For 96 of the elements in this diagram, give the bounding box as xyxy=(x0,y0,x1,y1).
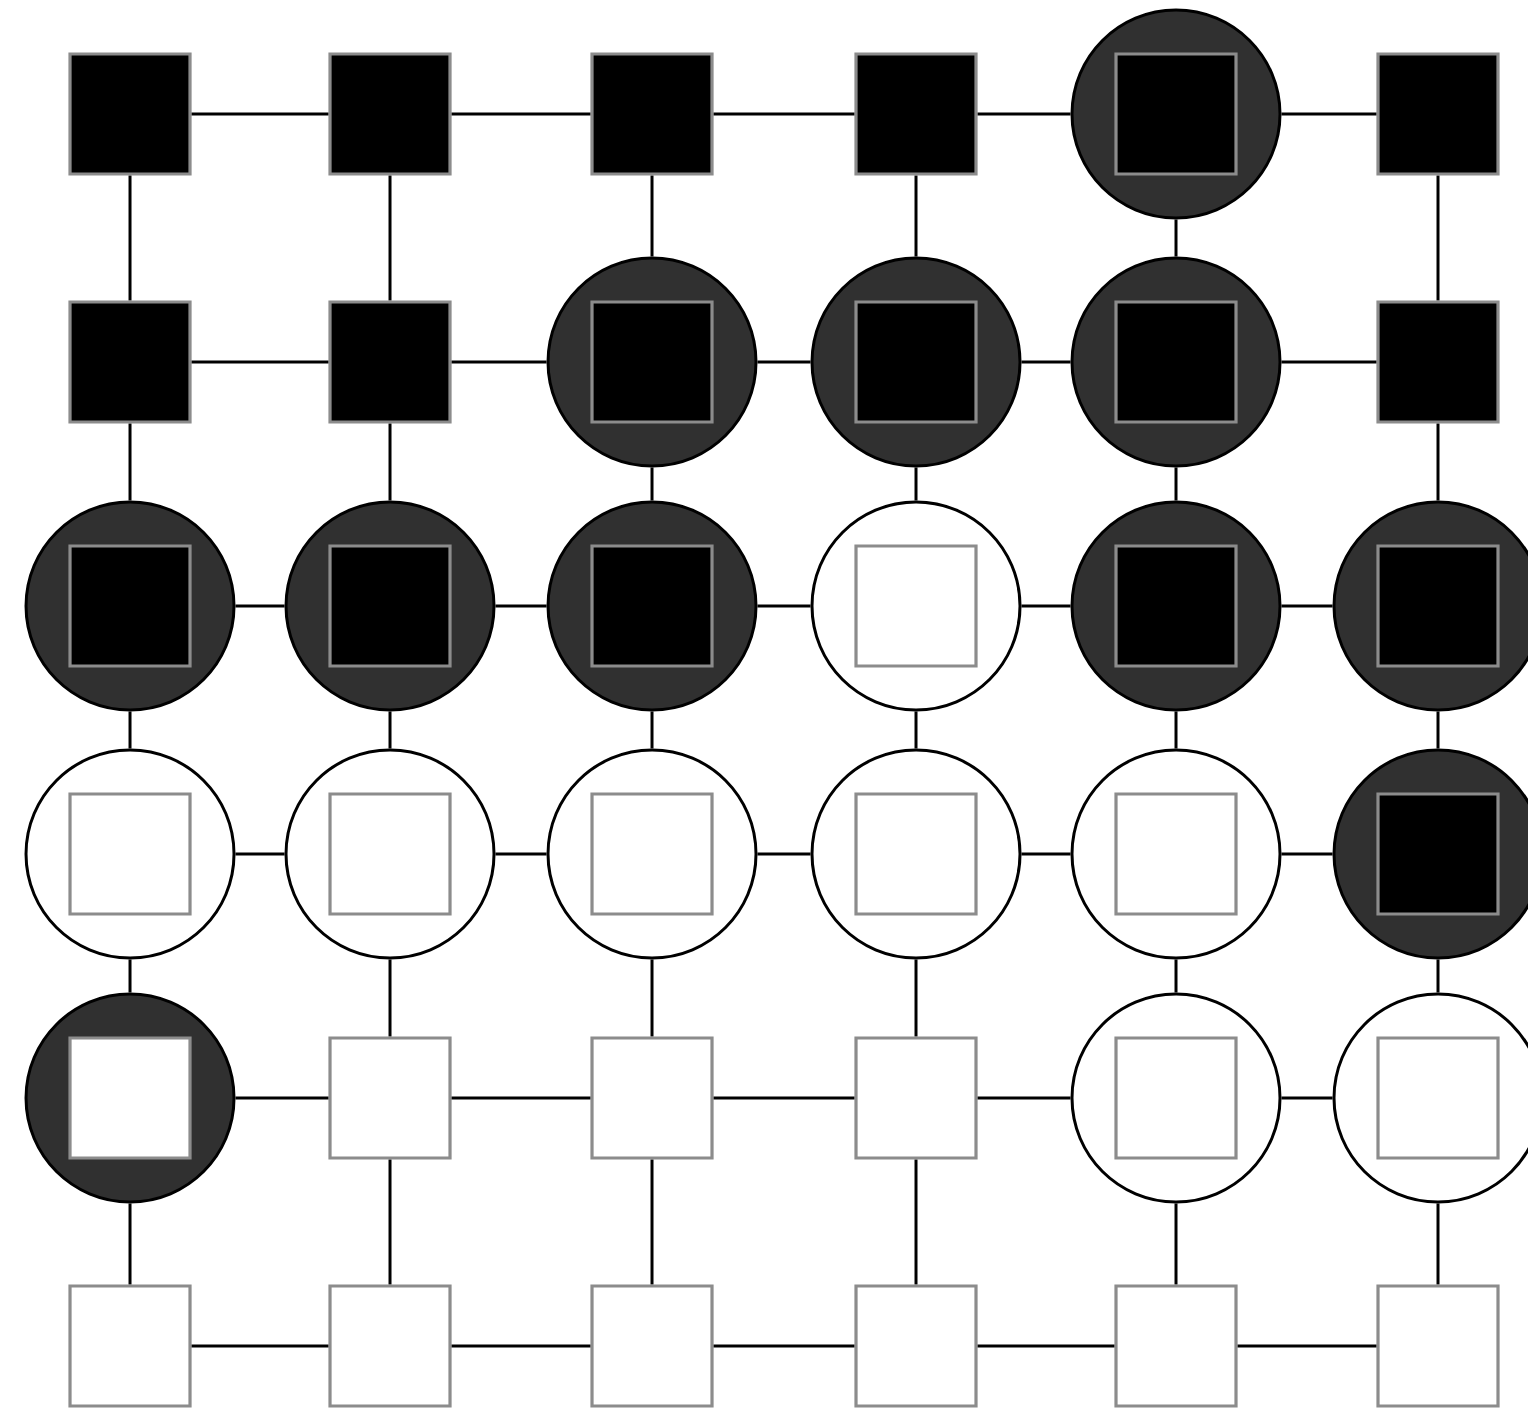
connector-line xyxy=(1281,1096,1333,1100)
connector-line xyxy=(235,852,285,856)
connector-line xyxy=(1174,711,1178,749)
square-node xyxy=(1114,1284,1238,1408)
square-node xyxy=(590,1036,714,1160)
connector-line xyxy=(128,1203,132,1285)
connector-line xyxy=(191,1344,329,1348)
connector-line xyxy=(650,959,654,1037)
connector-line xyxy=(388,423,392,501)
square-node xyxy=(68,300,192,424)
connector-line xyxy=(713,1344,855,1348)
connector-line xyxy=(388,959,392,1037)
connector-line xyxy=(713,1096,855,1100)
square-node xyxy=(1114,1036,1238,1160)
square-node xyxy=(328,544,452,668)
square-node xyxy=(854,1036,978,1160)
connector-line xyxy=(128,423,132,501)
connector-line xyxy=(451,1344,591,1348)
square-node xyxy=(854,792,978,916)
connector-line xyxy=(1436,1203,1440,1285)
connector-line xyxy=(128,959,132,993)
square-node xyxy=(1376,544,1500,668)
square-node xyxy=(328,52,452,176)
connector-line xyxy=(1174,1203,1178,1285)
connector-line xyxy=(650,1159,654,1285)
square-node xyxy=(68,544,192,668)
connector-line xyxy=(1281,852,1333,856)
connector-line xyxy=(977,1096,1071,1100)
connector-line xyxy=(388,175,392,301)
square-node xyxy=(1114,544,1238,668)
connector-line xyxy=(914,1159,918,1285)
connector-line xyxy=(451,1096,591,1100)
square-node xyxy=(854,544,978,668)
connector-line xyxy=(650,467,654,501)
connector-line xyxy=(757,604,811,608)
square-node xyxy=(854,1284,978,1408)
connector-line xyxy=(1021,852,1071,856)
square-node xyxy=(1376,300,1500,424)
connector-line xyxy=(977,112,1071,116)
square-node xyxy=(1114,52,1238,176)
square-node xyxy=(590,52,714,176)
connector-line xyxy=(388,1159,392,1285)
connector-line xyxy=(1174,959,1178,993)
connector-line xyxy=(1174,467,1178,501)
connector-line xyxy=(757,852,811,856)
connector-line xyxy=(1174,219,1178,257)
square-node xyxy=(68,52,192,176)
square-node xyxy=(328,1036,452,1160)
square-node xyxy=(328,300,452,424)
connector-line xyxy=(191,360,329,364)
connector-line xyxy=(235,1096,329,1100)
connector-line xyxy=(1021,604,1071,608)
square-node xyxy=(590,300,714,424)
connector-line xyxy=(1281,360,1377,364)
square-node xyxy=(68,1036,192,1160)
square-node xyxy=(590,792,714,916)
connector-line xyxy=(1436,711,1440,749)
connector-line xyxy=(451,112,591,116)
square-node xyxy=(328,792,452,916)
connector-line xyxy=(388,711,392,749)
connector-line xyxy=(235,604,285,608)
square-node xyxy=(1114,792,1238,916)
connector-line xyxy=(977,1344,1115,1348)
square-node xyxy=(1376,1284,1500,1408)
connector-line xyxy=(914,175,918,257)
square-node xyxy=(328,1284,452,1408)
connector-line xyxy=(495,604,547,608)
square-node xyxy=(854,52,978,176)
connector-line xyxy=(914,467,918,501)
square-node xyxy=(1376,52,1500,176)
connector-line xyxy=(1237,1344,1377,1348)
square-node xyxy=(68,1284,192,1408)
square-node xyxy=(590,1284,714,1408)
connector-line xyxy=(650,175,654,257)
connector-line xyxy=(1021,360,1071,364)
connector-line xyxy=(914,711,918,749)
connector-line xyxy=(1436,423,1440,501)
connector-line xyxy=(128,711,132,749)
connector-line xyxy=(650,711,654,749)
square-node xyxy=(1114,300,1238,424)
square-node xyxy=(1376,792,1500,916)
square-node xyxy=(854,300,978,424)
square-node xyxy=(68,792,192,916)
connector-line xyxy=(1281,604,1333,608)
connector-line xyxy=(1281,112,1377,116)
connector-line xyxy=(1436,175,1440,301)
connector-line xyxy=(191,112,329,116)
square-node xyxy=(590,544,714,668)
connector-line xyxy=(914,959,918,1037)
square-node xyxy=(1376,1036,1500,1160)
connector-line xyxy=(713,112,855,116)
connector-line xyxy=(451,360,547,364)
connector-line xyxy=(495,852,547,856)
connector-line xyxy=(757,360,811,364)
connector-line xyxy=(128,175,132,301)
connector-line xyxy=(1436,959,1440,993)
